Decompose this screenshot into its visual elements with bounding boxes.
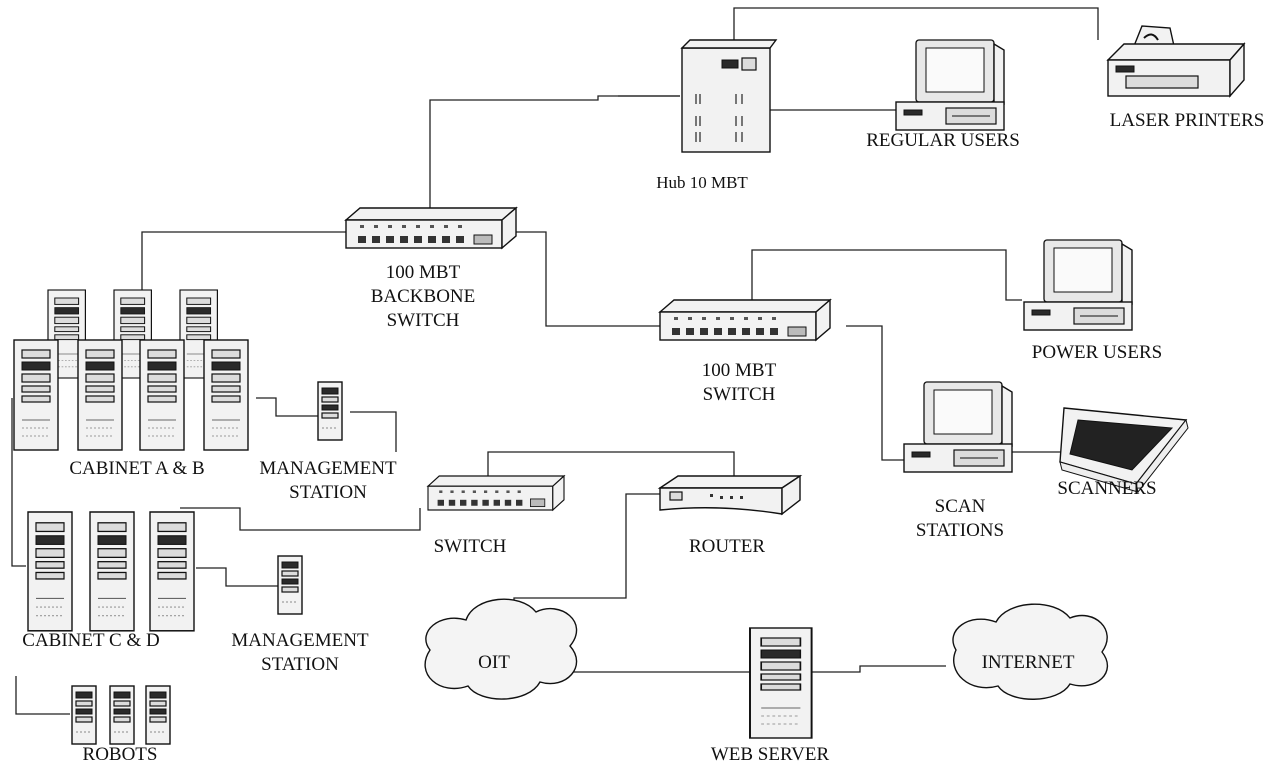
power-users-pc xyxy=(1023,239,1133,331)
cabinet-cd-servers xyxy=(27,511,195,632)
scanner-device xyxy=(1059,407,1189,494)
cabinet-ab-label: CABINET A & B xyxy=(69,458,205,479)
cabinet-ab-servers xyxy=(13,289,249,451)
switch-100-label-2: SWITCH xyxy=(702,384,776,405)
connection-lines xyxy=(11,7,1099,715)
robots-label: ROBOTS xyxy=(82,744,158,765)
backbone-switch-label-1: 100 MBT xyxy=(385,262,461,283)
laser-printer xyxy=(1106,25,1246,98)
power-users-label: POWER USERS xyxy=(1031,342,1163,363)
regular-users-label: REGULAR USERS xyxy=(866,130,1020,151)
robots-devices xyxy=(71,685,171,745)
hub-label: Hub 10 MBT xyxy=(656,173,748,192)
small-switch-device xyxy=(427,475,565,511)
hub-device xyxy=(680,39,778,153)
oit-cloud xyxy=(424,598,578,700)
scanners-label: SCANNERS xyxy=(1057,478,1157,499)
switch-100-label-1: 100 MBT xyxy=(701,360,777,381)
oit-label: OIT xyxy=(478,652,510,673)
web-server-label: WEB SERVER xyxy=(710,744,830,765)
mgmt-station-1-label-2: STATION xyxy=(289,482,367,503)
management-station-2 xyxy=(277,555,303,615)
internet-label: INTERNET xyxy=(981,652,1075,673)
cabinet-cd-label: CABINET C & D xyxy=(22,630,160,651)
mgmt-station-2-label-2: STATION xyxy=(261,654,339,675)
backbone-switch-device xyxy=(345,207,517,249)
router-label: ROUTER xyxy=(689,536,765,557)
internet-cloud xyxy=(952,603,1109,700)
switch-label: SWITCH xyxy=(433,536,507,557)
mgmt-station-2-label-1: MANAGEMENT xyxy=(231,630,369,651)
switch-100-device xyxy=(659,299,831,341)
backbone-switch-label-3: SWITCH xyxy=(386,310,460,331)
scan-station-pc xyxy=(903,381,1013,473)
web-server-device xyxy=(749,627,813,739)
scan-stations-label-2: STATIONS xyxy=(915,520,1005,541)
management-station-1 xyxy=(317,381,343,441)
router-device xyxy=(657,474,803,516)
backbone-switch-label-2: BACKBONE xyxy=(370,286,476,307)
regular-users-pc xyxy=(895,39,1005,131)
scan-stations-label-1: SCAN xyxy=(934,496,986,517)
laser-printers-label: LASER PRINTERS xyxy=(1109,110,1265,131)
mgmt-station-1-label-1: MANAGEMENT xyxy=(259,458,397,479)
